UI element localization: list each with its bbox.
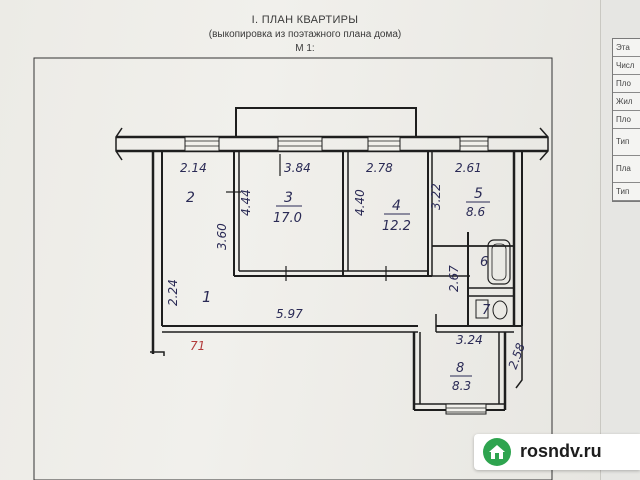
dimension-label: 3.24: [456, 333, 483, 347]
drawing-frame: [33, 57, 553, 480]
site-watermark: rosndv.ru: [474, 434, 640, 470]
room-number: 5: [474, 186, 483, 202]
plan-subtitle: (выкопировка из поэтажного плана дома): [208, 29, 402, 40]
dimension-label: 3.22: [429, 183, 443, 210]
room-number: 8: [456, 361, 464, 376]
room-number: 2: [186, 190, 195, 206]
dimension-label: 2.78: [366, 161, 393, 175]
room-number: 4: [392, 198, 401, 214]
room-area: 17.0: [273, 211, 302, 226]
dimension-label: 4.40: [353, 189, 367, 216]
side-table-cell: Тип: [613, 129, 640, 156]
handwritten-mark: 71: [190, 339, 205, 353]
room-number: 3: [284, 190, 293, 206]
dimension-label: 2.58: [506, 341, 528, 371]
dimension-label: 2.61: [455, 161, 482, 175]
plan-scale: М 1:: [295, 43, 315, 54]
side-table-cell: Жил: [613, 93, 640, 111]
watermark-text: rosndv.ru: [520, 441, 602, 461]
room-area: 8.3: [452, 379, 471, 393]
side-table-cell: Пло: [613, 75, 640, 93]
house-in-green-circle-icon: [483, 438, 511, 466]
room-area: 8.6: [466, 205, 485, 219]
plan-walls: [115, 107, 549, 415]
dimension-label: 2.14: [180, 161, 207, 175]
floor-plan: 2.14 3.84 2.78 2.61 3.60 4.44 4.40 3.22 …: [33, 57, 553, 480]
room-area: 12.2: [382, 219, 411, 234]
dimension-label: 4.44: [239, 189, 253, 216]
dimension-label: 3.60: [215, 223, 229, 250]
plan-title: I. ПЛАН КВАРТИРЫ: [251, 14, 359, 26]
dimension-label: 3.84: [284, 161, 311, 175]
side-table-cell: Эта: [613, 39, 640, 57]
side-table-cell: Пла: [613, 156, 640, 183]
side-table: Эта Числ Пло Жил Пло Тип Пла Тип: [612, 38, 640, 202]
dimension-label: 2.24: [166, 279, 180, 306]
side-table-cell: Пло: [613, 111, 640, 129]
side-table-cell: Тип: [613, 183, 640, 201]
side-table-cell: Числ: [613, 57, 640, 75]
room-number: 7: [482, 303, 491, 318]
dimension-label: 5.97: [276, 307, 303, 321]
room-number: 6: [480, 255, 488, 270]
room-number: 1: [202, 288, 212, 306]
dimension-label: 2.67: [447, 265, 461, 292]
